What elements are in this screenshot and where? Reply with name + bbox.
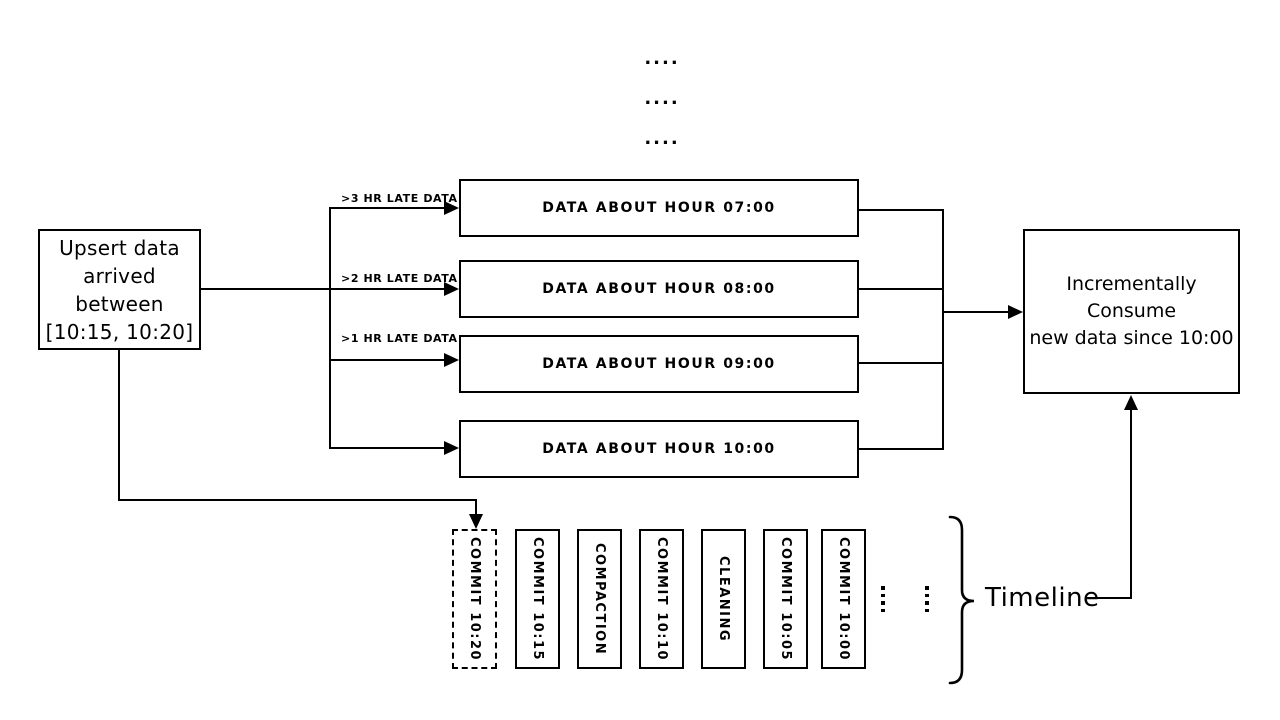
timeline-ellipsis-dots-1 [881, 586, 885, 612]
timeline-item-label: COMMIT 10:15 [530, 536, 545, 662]
consume-line-1: Incrementally Consume [1066, 273, 1197, 322]
timeline-item-label: COMPACTION [592, 542, 607, 656]
arrow-right-icon [1008, 305, 1023, 319]
timeline-brace-icon [948, 515, 975, 685]
arrow-right-icon [444, 441, 459, 455]
data-box-hour-0700: DATA ABOUT HOUR 07:00 [459, 179, 859, 237]
branch-trunk-right [942, 209, 944, 450]
timeline-commit-1015: COMMIT 10:15 [515, 529, 560, 669]
connector-upsert-drop [475, 499, 477, 516]
data-box-label: DATA ABOUT HOUR 09:00 [542, 356, 776, 372]
more-data-dots-1: .... [644, 48, 680, 69]
upsert-line-3: [10:15, 10:20] [45, 319, 194, 344]
connector-timeline-up [1130, 409, 1132, 599]
data-box-label: DATA ABOUT HOUR 08:00 [542, 281, 776, 297]
connector-timeline-across [1086, 597, 1132, 599]
incremental-consume-box: Incrementally Consume new data since 10:… [1023, 229, 1240, 394]
late-data-label-1hr: >1 HR LATE DATA [341, 332, 458, 345]
upsert-line-2: arrived between [75, 263, 164, 316]
timeline-compaction: COMPACTION [577, 529, 622, 669]
timeline-item-label: COMMIT 10:00 [836, 536, 851, 662]
connector-box2-to-trunk [858, 288, 944, 290]
data-box-label: DATA ABOUT HOUR 10:00 [542, 441, 776, 457]
arrow-right-icon [444, 353, 459, 367]
upsert-data-box: Upsert data arrived between [10:15, 10:2… [38, 229, 201, 350]
timeline-item-label: CLEANING [716, 555, 731, 643]
data-box-hour-0900: DATA ABOUT HOUR 09:00 [459, 335, 859, 393]
branch-line-3 [329, 359, 444, 361]
upsert-line-1: Upsert data [59, 235, 180, 260]
connector-upsert-to-trunk [200, 288, 331, 290]
connector-upsert-down [118, 349, 120, 501]
branch-line-4 [329, 447, 444, 449]
timeline-item-label: COMMIT 10:05 [778, 536, 793, 662]
timeline-commit-1005: COMMIT 10:05 [763, 529, 808, 669]
connector-upsert-across [118, 499, 477, 501]
data-box-label: DATA ABOUT HOUR 07:00 [542, 200, 776, 216]
branch-trunk-left [329, 207, 331, 449]
data-box-hour-1000: DATA ABOUT HOUR 10:00 [459, 420, 859, 478]
connector-box1-to-trunk [858, 209, 944, 211]
late-data-label-2hr: >2 HR LATE DATA [341, 272, 458, 285]
consume-line-2: new data since 10:00 [1029, 327, 1234, 349]
late-data-label-3hr: >3 HR LATE DATA [341, 192, 458, 205]
timeline-item-label: COMMIT 10:20 [467, 536, 482, 662]
timeline-label: Timeline [985, 583, 1100, 613]
connector-box3-to-trunk [858, 362, 944, 364]
branch-line-1 [329, 207, 444, 209]
data-box-hour-0800: DATA ABOUT HOUR 08:00 [459, 260, 859, 318]
connector-box4-to-trunk [858, 448, 944, 450]
arrow-right-icon [444, 282, 459, 296]
timeline-commit-1020: COMMIT 10:20 [452, 529, 497, 669]
timeline-cleaning: CLEANING [701, 529, 746, 669]
timeline-commit-1010: COMMIT 10:10 [639, 529, 684, 669]
timeline-ellipsis-dots-2 [925, 586, 929, 612]
arrow-down-icon [469, 514, 483, 529]
connector-trunk-to-consume [942, 311, 1009, 313]
arrow-right-icon [444, 201, 459, 215]
arrow-up-icon [1124, 395, 1138, 410]
more-data-dots-3: .... [644, 128, 680, 149]
branch-line-2 [329, 288, 444, 290]
timeline-commit-1000: COMMIT 10:00 [821, 529, 866, 669]
timeline-item-label: COMMIT 10:10 [654, 536, 669, 662]
more-data-dots-2: .... [644, 88, 680, 109]
